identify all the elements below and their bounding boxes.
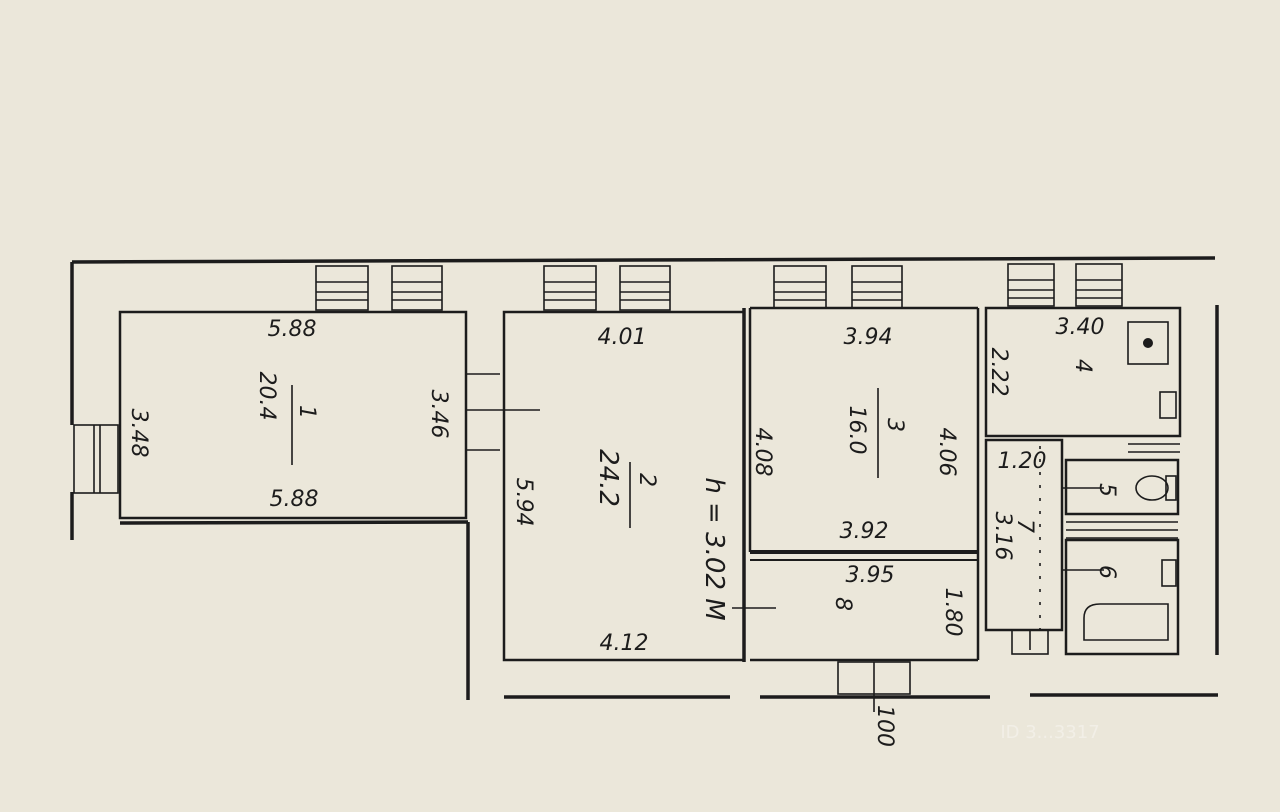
room-4-dim-left: 2.22	[986, 348, 1011, 397]
ceiling-height: h = 3.02 M	[699, 477, 729, 620]
room-1-number: 1	[294, 405, 319, 419]
window	[1007, 263, 1055, 307]
room-3-dim-right: 4.06	[934, 428, 959, 477]
room-3-dim-top: 3.94	[844, 325, 893, 350]
room-3-area: 16.0	[844, 406, 869, 455]
window	[1075, 263, 1123, 307]
room-5	[1064, 458, 1180, 539]
room-6-number: 6	[1094, 565, 1119, 579]
entrance-door	[73, 424, 119, 494]
room-5-number: 5	[1094, 483, 1119, 497]
room-7-number: 7	[1012, 519, 1037, 533]
room-2-number: 2	[634, 473, 659, 487]
window	[543, 265, 597, 311]
room-2-dim-left: 5.94	[511, 478, 536, 527]
building-marker: 100	[872, 705, 897, 747]
room-4	[984, 306, 1182, 453]
room-8-number: 8	[830, 597, 855, 611]
room-1-dim-bottom: 5.88	[270, 487, 319, 512]
room-4-dim-top: 3.40	[1056, 315, 1105, 340]
room-8-dim-right: 1.80	[940, 588, 965, 637]
room-3-dim-left: 4.08	[750, 428, 775, 477]
room-2-dim-top: 4.01	[598, 325, 647, 350]
room-3-number: 3	[882, 418, 907, 432]
room-7-dim-top: 1.20	[998, 449, 1047, 474]
window	[391, 265, 443, 311]
room-3-dim-bottom: 3.92	[840, 519, 889, 544]
leader-lines	[291, 385, 1104, 571]
room-3	[742, 306, 980, 662]
window	[851, 265, 903, 309]
room-1-dim-right: 3.46	[426, 390, 451, 439]
outer-walls	[70, 256, 1219, 700]
room-1-area: 20.4	[254, 372, 279, 421]
window	[315, 265, 369, 311]
room-7	[984, 438, 1064, 655]
labels: 5.88 5.88 3.48 3.46 1 20.4 4.01 4.12 5.9…	[126, 315, 1119, 747]
room-1-dim-left: 3.48	[126, 409, 151, 458]
room-8	[750, 559, 978, 712]
room-6	[1064, 538, 1180, 656]
room-8-dim-top: 3.95	[846, 563, 895, 588]
room-2-dim-bottom: 4.12	[600, 631, 649, 656]
windows-top	[315, 263, 1123, 311]
room-2-area: 24.2	[593, 449, 623, 507]
window	[619, 265, 671, 311]
room-4-number: 4	[1070, 359, 1095, 373]
room-7-area: 3.16	[990, 512, 1015, 561]
watermark: ID 3...3317	[1000, 722, 1099, 743]
room-1-dim-top: 5.88	[268, 317, 317, 342]
